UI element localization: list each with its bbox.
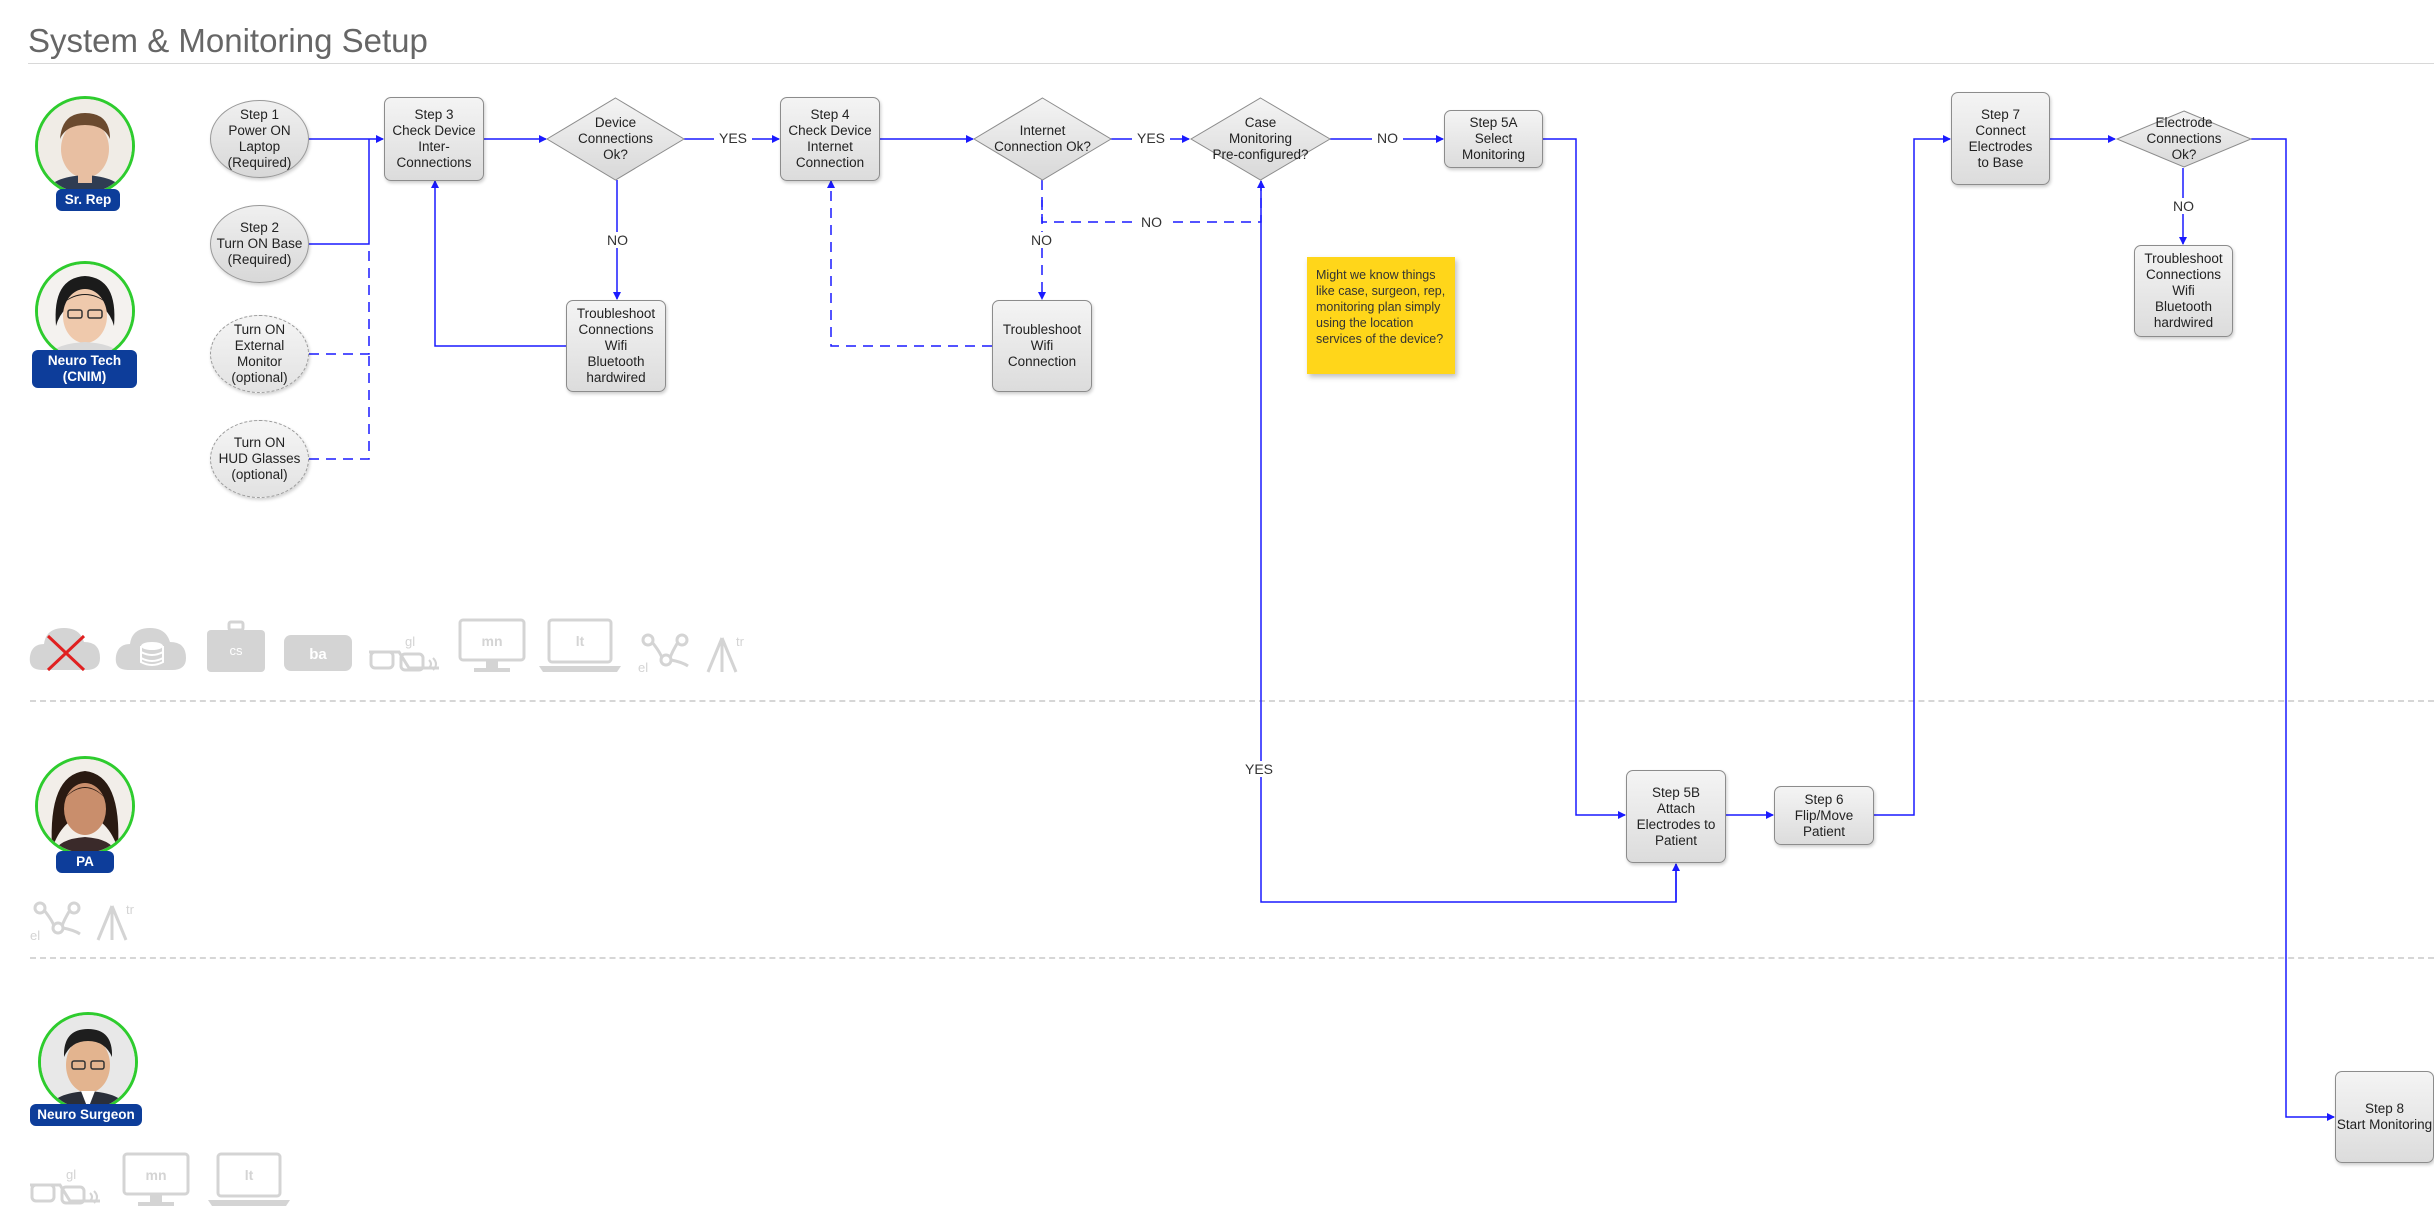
edge-troubleshoot-step3 — [431, 180, 566, 347]
pa-avatar — [35, 756, 135, 856]
edge-label-yes-1: YES — [714, 130, 753, 146]
external-monitor-node[interactable]: Turn ON External Monitor (optional) — [210, 315, 309, 393]
step8-node[interactable]: Step 8 Start Monitoring — [2335, 1071, 2434, 1163]
surgeon-glasses-icon-label: gl — [66, 1167, 76, 1182]
edge-step6-step7 — [1874, 135, 1951, 816]
tripod-icon-label: tr — [736, 634, 745, 649]
step1-node[interactable]: Step 1 Power ON Laptop (Required) — [210, 100, 309, 178]
tripod-icon: tr — [706, 634, 745, 673]
edge-label-no-1: NO — [602, 232, 633, 248]
glasses-icon: gl — [369, 634, 439, 672]
internet-connection-ok-diamond[interactable] — [973, 97, 1112, 181]
pa-tripod-icon-label: tr — [126, 902, 135, 917]
device-connections-ok-diamond[interactable] — [546, 97, 685, 181]
electrodes-icon-label: el — [638, 660, 648, 674]
glasses-icon-label: gl — [405, 634, 415, 649]
edge-step2-bus — [309, 139, 370, 245]
lane-divider-2 — [30, 957, 2434, 959]
edge-label-no-5: NO — [2168, 198, 2199, 214]
monitor-icon: mn — [458, 618, 526, 672]
surgeon-laptop-icon-label: lt — [245, 1167, 254, 1183]
edge-label-no-2: NO — [1026, 232, 1057, 248]
laptop-icon: lt — [539, 618, 621, 672]
case-monitoring-preconfigured-diamond[interactable] — [1190, 97, 1331, 181]
role-badge-neuro-tech: Neuro Tech (CNIM) — [32, 350, 137, 388]
neuro-tech-avatar — [35, 261, 135, 361]
troubleshoot-wifi-node[interactable]: Troubleshoot Wifi Connection — [992, 300, 1092, 392]
step7-node[interactable]: Step 7 Connect Electrodes to Base — [1951, 92, 2050, 185]
edge-extmonitor-bus — [309, 244, 370, 355]
base-icon-label: ba — [309, 646, 327, 663]
sr-rep-avatar — [35, 96, 135, 196]
troubleshoot-connections-node-1[interactable]: Troubleshoot Connections Wifi Bluetooth … — [566, 300, 666, 392]
hud-glasses-node[interactable]: Turn ON HUD Glasses (optional) — [210, 420, 309, 498]
internet-connection-ok-label: Internet Connection Ok? — [994, 123, 1091, 154]
case-icon: cs — [207, 620, 265, 672]
title-underline — [28, 63, 2434, 64]
troubleshoot-connections-node-2[interactable]: Troubleshoot Connections Wifi Bluetooth … — [2134, 245, 2233, 337]
surgeon-monitor-icon-label: mn — [146, 1167, 167, 1183]
pa-electrodes-icon-label: el — [30, 928, 40, 942]
cloud-database-icon — [115, 628, 186, 670]
edge-label-no-4: NO — [1372, 130, 1403, 146]
neuro-surgeon-avatar — [38, 1012, 138, 1112]
step4-node[interactable]: Step 4 Check Device Internet Connection — [780, 97, 880, 181]
edge-label-yes-3: YES — [1240, 761, 1279, 777]
electrodes-icon: el — [638, 633, 689, 674]
page-title: System & Monitoring Setup — [28, 22, 428, 59]
electrode-connections-ok-diamond[interactable] — [2116, 110, 2252, 168]
case-icon-label: cs — [230, 643, 244, 658]
step5b-node[interactable]: Step 5B Attach Electrodes to Patient — [1626, 770, 1726, 863]
laptop-icon-label: lt — [576, 633, 585, 649]
surgeon-monitor-icon: mn — [122, 1152, 190, 1206]
edge-hud-bus — [309, 354, 370, 460]
pa-tripod-icon: tr — [96, 902, 135, 941]
cloud-x-icon — [29, 628, 100, 672]
device-connections-ok-label: Device Connections Ok? — [577, 115, 654, 162]
surgeon-laptop-icon: lt — [208, 1152, 290, 1206]
edge-step5a-step5b — [1543, 138, 1626, 819]
sticky-note[interactable]: Might we know things like case, surgeon,… — [1307, 257, 1455, 374]
role-badge-sr-rep: Sr. Rep — [56, 189, 120, 211]
base-icon: ba — [284, 635, 352, 671]
role-badge-pa: PA — [56, 851, 114, 873]
edge-label-no-3: NO — [1136, 214, 1167, 230]
role-badge-neuro-surgeon: Neuro Surgeon — [30, 1104, 142, 1126]
electrode-connections-ok-label: Electrode Connections Ok? — [2146, 115, 2222, 162]
lane-divider-1 — [30, 700, 2434, 702]
edge-electrodeok-step8 — [2251, 138, 2335, 1121]
surgeon-glasses-icon: gl — [30, 1167, 100, 1205]
edge-troubleshootwifi-step4 — [827, 180, 992, 347]
edge-label-yes-2: YES — [1132, 130, 1171, 146]
step2-node[interactable]: Step 2 Turn ON Base (Required) — [210, 205, 309, 283]
step5a-node[interactable]: Step 5A Select Monitoring — [1444, 110, 1543, 168]
step3-node[interactable]: Step 3 Check Device Inter- Connections — [384, 97, 484, 181]
pa-electrodes-icon: el — [30, 901, 81, 942]
monitor-icon-label: mn — [482, 633, 503, 649]
step6-node[interactable]: Step 6 Flip/Move Patient — [1774, 786, 1874, 845]
case-monitoring-preconfigured-label: Case Monitoring Pre-configured? — [1212, 115, 1309, 162]
